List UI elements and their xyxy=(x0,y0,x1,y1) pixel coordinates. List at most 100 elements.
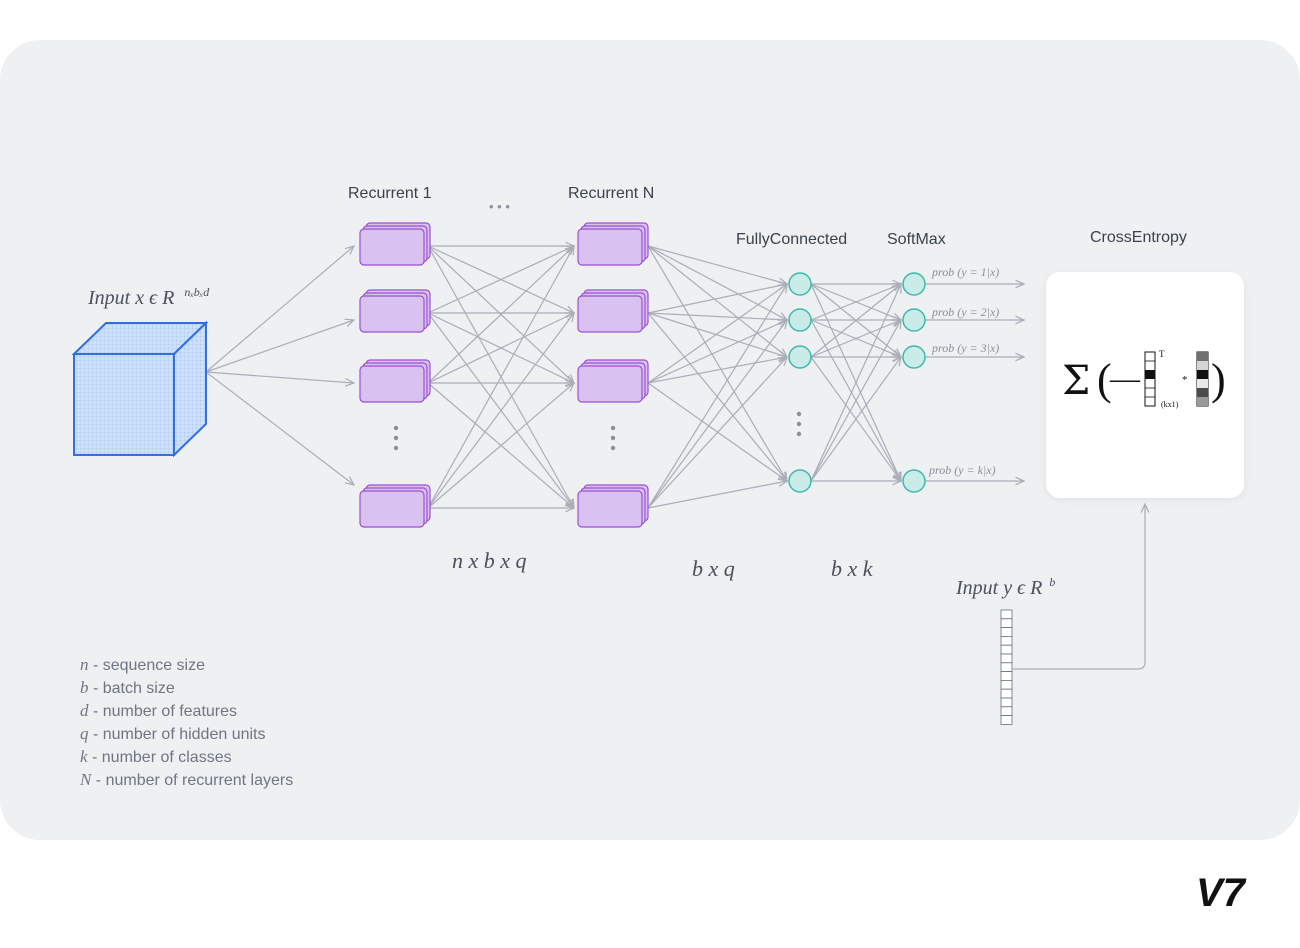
softmax-connection xyxy=(810,284,901,321)
layer-ellipsis: • • • xyxy=(489,199,510,214)
legend-item: n - sequence size xyxy=(80,654,293,677)
fc-neuron xyxy=(788,469,812,493)
legend-item: b - batch size xyxy=(80,677,293,700)
recurrent-cell xyxy=(359,295,425,333)
recurrent-n-label: Recurrent N xyxy=(568,185,654,202)
recurrent-1-unit xyxy=(359,289,431,333)
vector-cell xyxy=(1000,706,1013,716)
fc-connection xyxy=(647,284,787,314)
output-prob-1: prob (y = 1|x) xyxy=(931,265,999,279)
vector-cell xyxy=(1000,715,1013,725)
input-y-text: Input y ϵ R xyxy=(955,577,1042,599)
softmax-connection xyxy=(810,320,901,358)
recurrent-cell xyxy=(577,365,643,403)
formula-shape: (kx1) xyxy=(1161,400,1179,409)
recurrent-n-unit xyxy=(577,359,649,403)
legend-text: - number of features xyxy=(88,703,238,720)
vector-cell xyxy=(1000,662,1013,672)
input-x-label: Input x ϵ R nₓbₓd xyxy=(87,285,210,309)
softmax-neuron xyxy=(902,345,926,369)
recurrent-1-unit xyxy=(359,359,431,403)
recurrent-cell xyxy=(359,490,425,528)
formula-sigma: Σ xyxy=(1062,358,1090,404)
legend-item: N - number of recurrent layers xyxy=(80,769,293,792)
legend-text: - number of classes xyxy=(87,749,232,766)
vertical-ellipsis-fc xyxy=(796,411,802,437)
recurrent-1-label: Recurrent 1 xyxy=(348,185,432,202)
fc-connection xyxy=(647,245,787,284)
fc-connection xyxy=(647,284,787,509)
output-prob-k: prob (y = k|x) xyxy=(928,463,996,477)
legend-text: - number of hidden units xyxy=(88,726,266,743)
softmax-connection xyxy=(810,320,901,482)
legend-symbol: q xyxy=(80,724,89,743)
input-arrow xyxy=(205,320,354,373)
legend-item: k - number of classes xyxy=(80,746,293,769)
legend-item: d - number of features xyxy=(80,700,293,723)
fc-connection xyxy=(647,284,787,384)
recurrent-connection xyxy=(427,246,574,384)
v7-logo: V7 xyxy=(1196,872,1247,910)
fc-connection xyxy=(647,481,787,509)
legend-text: - batch size xyxy=(88,680,175,697)
input-arrow xyxy=(205,246,354,373)
fc-neuron xyxy=(788,308,812,332)
fully-connected-label: FullyConnected xyxy=(736,231,847,248)
vector-cell xyxy=(1000,688,1013,699)
fc-connection xyxy=(647,320,787,509)
vector-cell xyxy=(1000,627,1013,637)
vector-cell xyxy=(1000,609,1013,620)
input-y-superscript: b xyxy=(1049,575,1055,589)
cross-entropy-label: CrossEntropy xyxy=(1090,229,1187,246)
legend-symbol: k xyxy=(80,747,88,766)
fc-neuron xyxy=(788,345,812,369)
vector-cell xyxy=(1000,680,1013,690)
softmax-neuron xyxy=(902,469,926,493)
vector-cell xyxy=(1000,653,1013,664)
dim-fc-output: b x k xyxy=(831,556,874,581)
fc-connection xyxy=(647,320,787,384)
fc-connection xyxy=(647,357,787,384)
connections xyxy=(205,245,1024,509)
formula-open-paren: ( xyxy=(1097,355,1112,404)
softmax-connection xyxy=(810,284,901,482)
recurrent-stacks xyxy=(359,222,649,528)
softmax-connection xyxy=(810,357,901,482)
output-prob-3: prob (y = 3|x) xyxy=(931,341,999,355)
formula-transpose: T xyxy=(1159,349,1165,359)
legend-symbol: n xyxy=(80,655,89,674)
recurrent-connection xyxy=(427,313,574,384)
label-vector-icon xyxy=(1000,609,1013,725)
softmax-neuron xyxy=(902,272,926,296)
input-x-superscript: nₓbₓd xyxy=(184,285,210,299)
vector-cell xyxy=(1000,671,1013,681)
recurrent-connection xyxy=(427,383,574,509)
fc-connection xyxy=(647,312,787,320)
fc-connection xyxy=(647,245,787,481)
vertical-ellipsis-recurrent-1 xyxy=(393,425,399,451)
recurrent-1-unit xyxy=(359,484,431,528)
recurrent-cell xyxy=(577,490,643,528)
input-tensor-cube xyxy=(71,320,209,458)
legend-symbol: b xyxy=(80,678,89,697)
dim-fc-input: b x q xyxy=(692,556,735,581)
legend-item: q - number of hidden units xyxy=(80,723,293,746)
label-to-crossentropy-arrow xyxy=(1013,504,1145,670)
input-arrow xyxy=(205,371,354,383)
cross-entropy-formula: Σ ( — T (kx1) * ) xyxy=(1062,349,1226,409)
fc-connection xyxy=(647,312,787,357)
recurrent-1-unit xyxy=(359,222,431,266)
brand-text: V7 xyxy=(1196,872,1247,910)
recurrent-cell xyxy=(359,365,425,403)
recurrent-connection xyxy=(427,246,574,509)
input-y-label: Input y ϵ R b xyxy=(955,575,1055,599)
recurrent-cell xyxy=(359,228,425,266)
vertical-ellipsis-recurrent-n xyxy=(610,425,616,451)
legend-symbol: d xyxy=(80,701,89,720)
input-x-text: Input x ϵ R xyxy=(87,287,174,309)
vector-cell xyxy=(1000,618,1013,628)
dim-recurrent-output: n x b x q xyxy=(452,548,527,573)
recurrent-n-unit xyxy=(577,484,649,528)
